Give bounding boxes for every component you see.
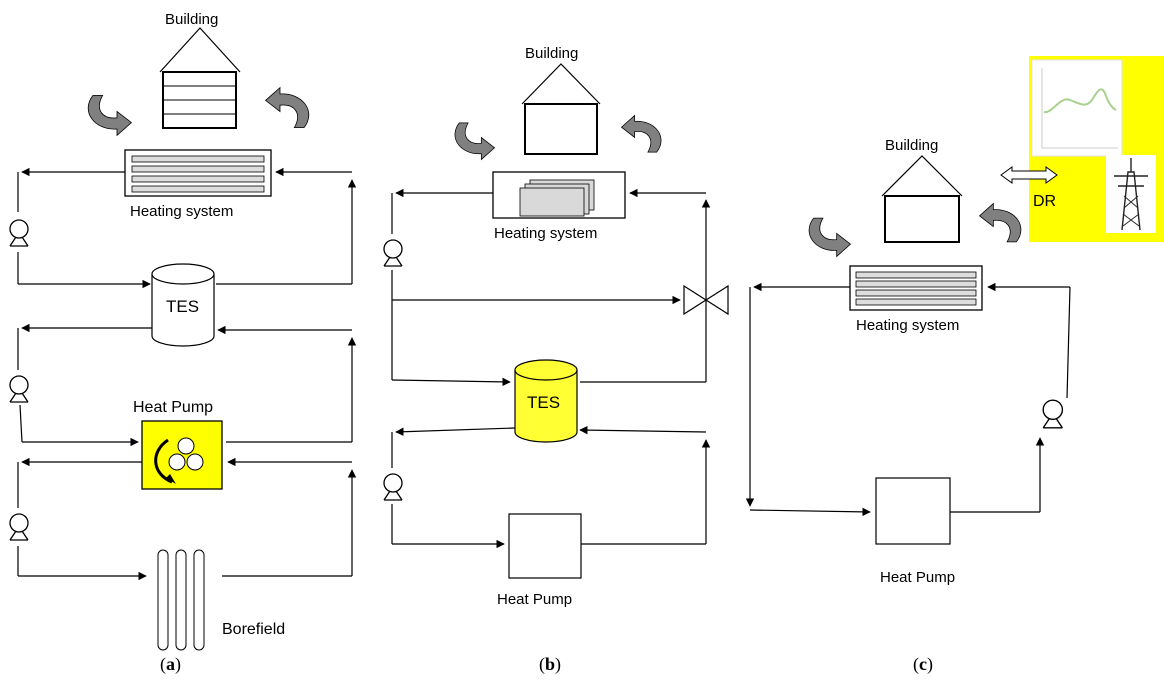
- heating-system-label-b: Heating system: [494, 225, 597, 242]
- heat-pump-label-a: Heat Pump: [133, 399, 213, 416]
- caption-c: (c): [913, 654, 933, 675]
- heat-pump-label-c: Heat Pump: [880, 569, 955, 586]
- caption-a: (a): [160, 654, 181, 675]
- caption-b: (b): [539, 654, 561, 675]
- tes-tank-a: TES: [151, 263, 215, 347]
- panel-a: Building Heating system: [9, 11, 357, 675]
- circulation-arrow-icon-right-a: [265, 87, 310, 129]
- heat-pump-icon-a: [141, 420, 223, 490]
- radiator-icon-a: [124, 149, 272, 197]
- borefield-label-a: Borefield: [222, 621, 285, 638]
- building-label-b: Building: [525, 45, 578, 62]
- pipes-loop-c: [745, 282, 1071, 517]
- pump-icon-a3: [9, 513, 29, 541]
- radiator-icon-c: [849, 265, 983, 311]
- circulation-arrow-icon-left-c: [808, 217, 851, 257]
- panel-c: DR Building Heating system Heat Pump: [745, 56, 1164, 675]
- tes-tank-b: TES: [514, 359, 578, 443]
- tes-label-b: TES: [527, 393, 560, 412]
- transmission-tower-icon: [1106, 155, 1156, 233]
- pipes-hp-loop-b: [391, 425, 711, 549]
- circulation-arrow-icon-left-a: [87, 94, 132, 136]
- pump-icon-b2: [383, 473, 403, 501]
- heating-system-label-c: Heating system: [856, 317, 959, 334]
- circulation-arrow-icon-right-c: [979, 203, 1022, 243]
- dr-double-arrow-icon: [1000, 166, 1058, 184]
- pump-icon-a2: [9, 375, 29, 403]
- pipes-tes-loop-a: [17, 323, 357, 447]
- pump-icon-c: [1042, 399, 1064, 429]
- floor-heating-icon-b: [492, 171, 626, 219]
- building-icon-b: [521, 63, 601, 155]
- three-way-valve-icon-b: [683, 284, 729, 316]
- pipes-heating-loop-b: [391, 188, 711, 387]
- building-icon-c: [881, 155, 963, 243]
- tes-label-a: TES: [166, 297, 199, 316]
- pipes-borefield-loop-a: [17, 457, 357, 581]
- heat-pump-label-b: Heat Pump: [497, 591, 572, 608]
- pipes-heating-loop-a: [17, 167, 357, 289]
- dr-label: DR: [1033, 193, 1056, 210]
- circulation-arrow-icon-left-b: [454, 122, 495, 160]
- borefield-icon-a: [157, 549, 205, 651]
- building-label-a: Building: [165, 11, 218, 28]
- building-icon-a: [159, 27, 241, 129]
- building-label-c: Building: [885, 137, 938, 154]
- heating-system-label-a: Heating system: [130, 203, 233, 220]
- heat-pump-box-c: [875, 477, 951, 545]
- circulation-arrow-icon-right-b: [621, 115, 662, 153]
- price-chart-icon: [1031, 59, 1123, 157]
- heat-pump-box-b: [508, 513, 582, 579]
- pump-icon-a1: [9, 219, 29, 247]
- pump-icon-b1: [383, 239, 403, 267]
- panel-b: Building Heating system: [383, 45, 729, 675]
